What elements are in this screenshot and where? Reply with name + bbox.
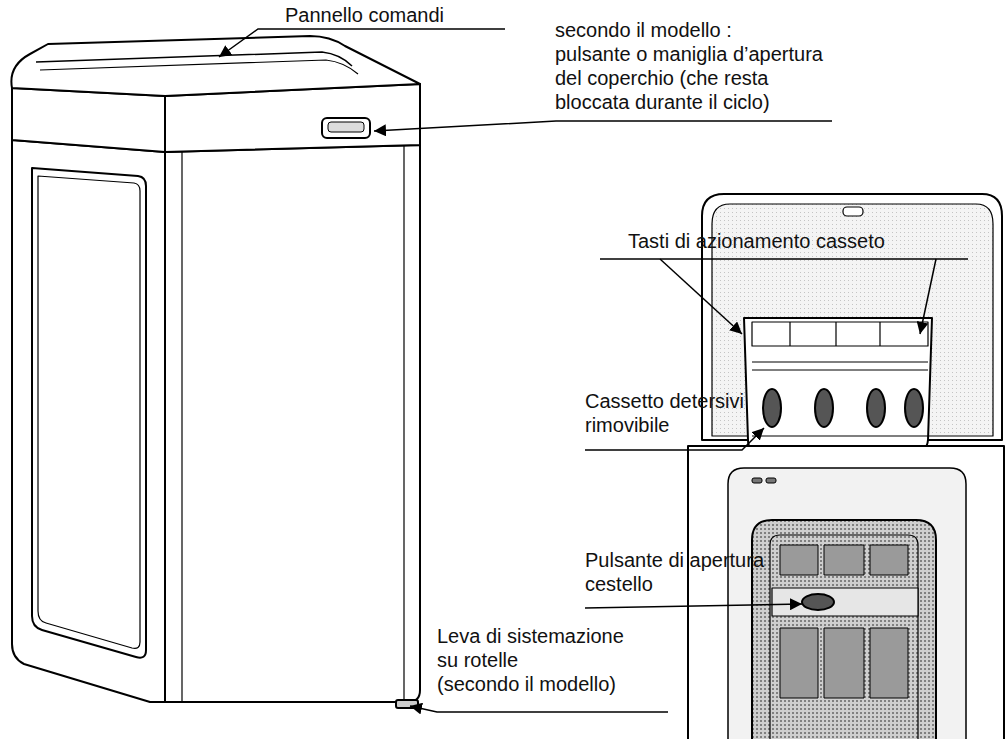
- side-face: [12, 140, 165, 702]
- panel-seam: [40, 60, 358, 74]
- lid-handle-inner: [328, 122, 364, 132]
- drum-panel: [870, 545, 908, 575]
- side-panel: [32, 168, 146, 658]
- corner-line: [181, 152, 182, 702]
- drawer-slot: [763, 389, 781, 427]
- drum-panel: [824, 545, 864, 575]
- drum-rim: [770, 535, 918, 739]
- leader-line: [600, 258, 968, 260]
- drum-panel: [870, 628, 908, 698]
- side-bevel: [12, 88, 165, 152]
- drum-panel: [824, 628, 864, 698]
- label-block: Tasti di azionamento casseto: [628, 229, 968, 253]
- tub-mark: [752, 478, 762, 483]
- top-face: [11, 36, 420, 96]
- front-face: [165, 145, 420, 702]
- tub-opening: [728, 468, 966, 739]
- drum-button: [802, 594, 834, 610]
- drawer-slot: [867, 389, 885, 427]
- part-label: Cassetto detersivi rimovibile: [585, 390, 744, 436]
- leader-line: [920, 259, 936, 334]
- drawer-slot: [815, 389, 833, 427]
- tub-mark: [766, 478, 776, 483]
- leader-line: [410, 706, 668, 712]
- detergent-drawer: [744, 318, 932, 452]
- leader-line: [374, 121, 832, 131]
- wrap-spacer: [631, 624, 632, 648]
- part-label: Pannello comandi: [285, 4, 444, 26]
- drum: [752, 520, 936, 739]
- open-body: [688, 446, 1004, 739]
- machine-open: [688, 194, 1004, 739]
- label-block: Leva di sistemazione su rotelle (secondo…: [437, 624, 632, 696]
- wrap-spacer: [592, 648, 632, 672]
- part-label: Tasti di azionamento casseto: [628, 230, 885, 252]
- lid-handle: [322, 118, 370, 138]
- compartment-dividers: [790, 322, 880, 346]
- label-block: secondo il modello : pulsante o maniglia…: [555, 18, 830, 114]
- side-panel-inner: [38, 176, 140, 648]
- part-label: Leva di sistemazione su rotelle (secondo…: [437, 625, 624, 695]
- part-label: secondo il modello : pulsante o maniglia…: [555, 19, 823, 113]
- label-block: Pulsante di apertura cestello: [585, 548, 775, 596]
- drum-band: [772, 588, 918, 616]
- leader-line: [660, 259, 742, 334]
- corner-line: [403, 146, 404, 700]
- leader-lines: [219, 29, 968, 712]
- drawer-slot: [905, 389, 923, 427]
- machine-closed: [11, 36, 420, 708]
- lid-latch: [843, 207, 863, 216]
- label-block: Pannello comandi: [285, 3, 515, 27]
- wrap-spacer: [805, 18, 830, 42]
- drum-panel: [780, 545, 818, 575]
- drawer-lines: [752, 362, 928, 436]
- leader-line: [585, 604, 802, 608]
- panel-seam: [36, 52, 352, 66]
- part-label: Pulsante di apertura cestello: [585, 549, 764, 595]
- drum-panel: [780, 628, 818, 698]
- drawer-compartments: [752, 322, 928, 346]
- label-block: Cassetto detersivi rimovibile: [585, 389, 760, 437]
- leader-line: [219, 29, 505, 57]
